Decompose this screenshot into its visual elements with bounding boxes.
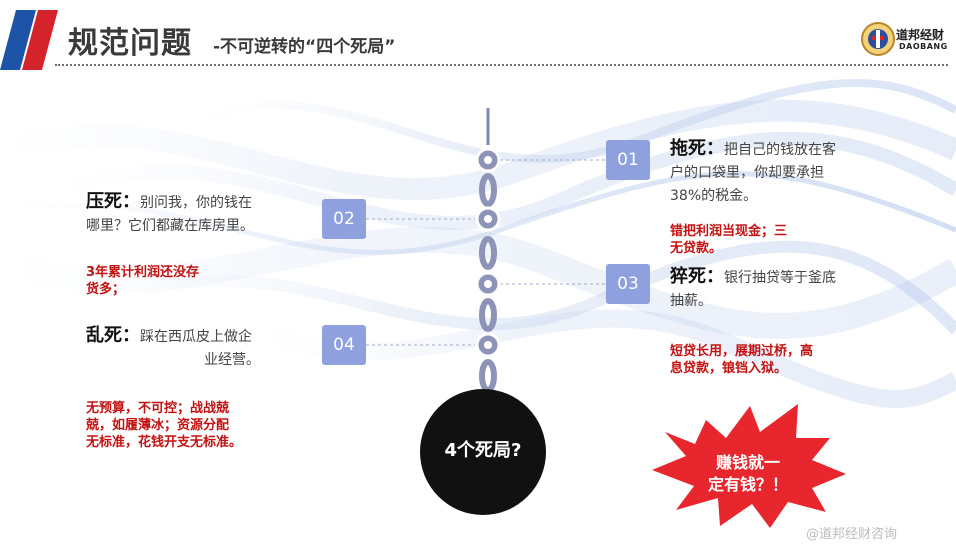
item-note-line: 错把利润当现金；三: [670, 224, 788, 239]
badge-04: 04: [322, 325, 366, 365]
item-title: 拖死：: [670, 138, 724, 159]
page-subtitle: -不可逆转的“四个死局”: [213, 37, 396, 57]
item-body-line: 哪里？它们都藏在库房里。: [86, 218, 254, 234]
item-body-line: 户的口袋里，你却要承担: [670, 165, 824, 181]
item-chaos-death: 乱死：踩在西瓜皮上做企 业经营。 无预算，不可控；战战兢 兢，如履薄冰；资源分配…: [86, 324, 286, 451]
header-stripes: [0, 10, 58, 70]
item-body-line: 别问我，你的钱在: [140, 195, 252, 211]
brand-name: 道邦经财: [896, 28, 945, 42]
item-note-line: 货多；: [86, 282, 126, 297]
burst-label-line: 定有钱？！: [707, 475, 788, 494]
watermark: @道邦经财咨询: [806, 527, 898, 542]
item-drag-death: 拖死：把自己的钱放在客 户的口袋里，你却要承担 38%的税金。 错把利润当现金；…: [670, 137, 870, 257]
item-body-line: 银行抽贷等于釜底: [724, 270, 836, 286]
page-title: 规范问题: [68, 26, 192, 61]
brand-name-en: DAOBANG: [899, 42, 948, 51]
item-crush-death: 压死：别问我，你的钱在 哪里？它们都藏在库房里。 3年累计利润还没存 货多；: [86, 190, 286, 298]
header-divider: [55, 64, 948, 66]
item-note-line: 3年累计利润还没存: [86, 265, 200, 280]
item-note-line: 短贷长用，展期过桥，高: [670, 344, 814, 359]
brand-logo-icon: [861, 22, 895, 56]
ball: [420, 389, 546, 515]
item-sudden-death: 猝死：银行抽贷等于釜底 抽薪。 短贷长用，展期过桥，高 息贷款，锒铛入狱。: [670, 265, 870, 377]
item-note-line: 兢，如履薄冰；资源分配: [86, 418, 230, 433]
badge-03: 03: [606, 264, 650, 304]
item-title: 猝死：: [670, 266, 724, 287]
item-note-line: 无贷款。: [670, 241, 723, 256]
badge-01: 01: [606, 140, 650, 180]
item-body-line: 38%的税金。: [670, 188, 758, 204]
item-title: 压死：: [86, 191, 140, 212]
item-body-line: 把自己的钱放在客: [724, 142, 836, 158]
item-note-line: 无标准，花钱开支无标准。: [86, 435, 243, 450]
burst-label-line: 赚钱就一: [715, 453, 780, 472]
ball-label: 4个死局?: [444, 440, 522, 461]
item-note-line: 息贷款，锒铛入狱。: [670, 361, 788, 376]
item-body-line: 抽薪。: [670, 293, 712, 309]
item-note-line: 无预算，不可控；战战兢: [86, 401, 230, 416]
burst-shape: [652, 404, 846, 528]
burst-label: 赚钱就一 定有钱？！: [688, 452, 808, 496]
item-body-line: 业经营。: [204, 352, 260, 368]
item-body-line: 踩在西瓜皮上做企: [140, 329, 252, 345]
badge-02: 02: [322, 199, 366, 239]
item-title: 乱死：: [86, 325, 140, 346]
